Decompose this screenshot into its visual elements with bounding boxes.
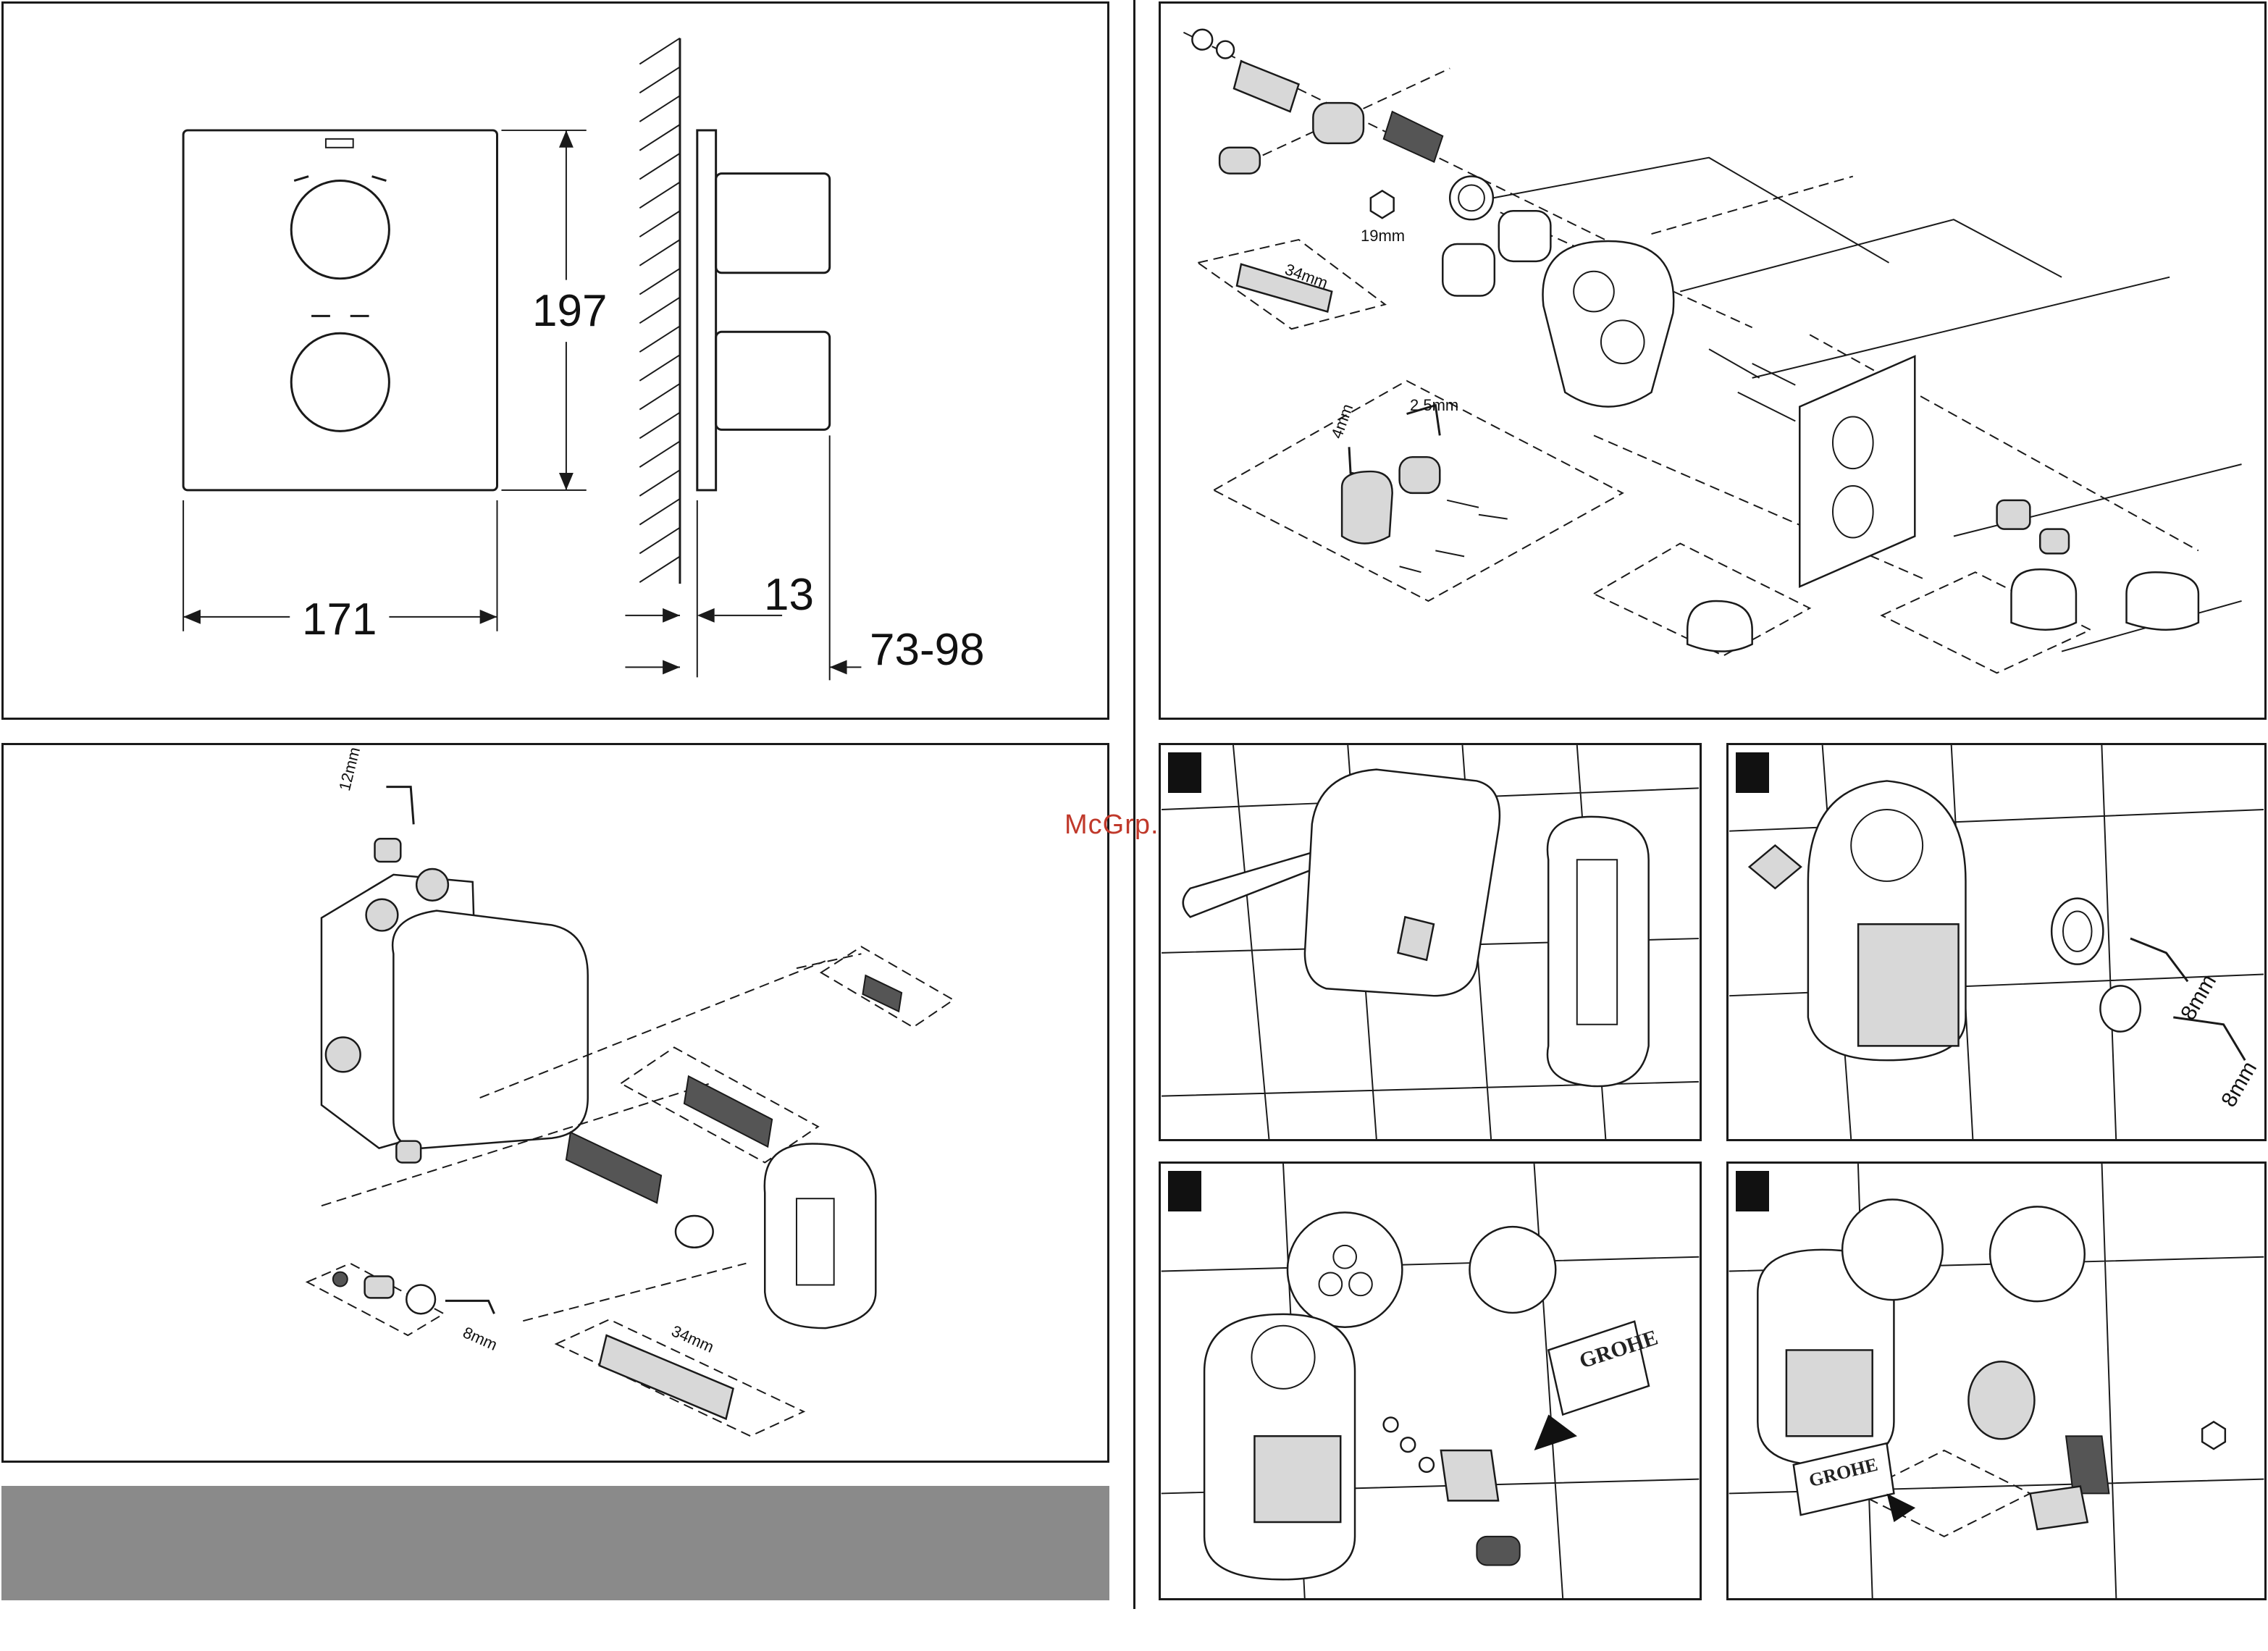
hex-icon bbox=[2202, 1421, 2225, 1449]
step-panel-1 bbox=[1159, 743, 1702, 1141]
hex-19 bbox=[1371, 190, 1394, 218]
side-handle-upper bbox=[716, 174, 830, 273]
cartridge-upper bbox=[684, 1076, 772, 1146]
dim-height: 197 bbox=[532, 289, 607, 334]
rough-in-panel: 12mm 8mm 34mm bbox=[1, 743, 1109, 1463]
detail-circle-3 bbox=[1842, 1200, 1943, 1301]
handle-right bbox=[2127, 572, 2198, 630]
dim-width: 171 bbox=[302, 597, 377, 642]
dimension-drawing-panel: 197 171 13 73-98 bbox=[1, 1, 1109, 720]
valve-cartridge bbox=[1858, 924, 1958, 1046]
label-key-2-5: 2.5mm bbox=[1410, 398, 1458, 413]
detail-circle-2 bbox=[1469, 1227, 1555, 1313]
nut bbox=[1313, 103, 1364, 143]
backplate bbox=[1543, 241, 1674, 407]
detail-circle-1 bbox=[1288, 1212, 1402, 1327]
dimension-drawing bbox=[4, 4, 1107, 718]
protective-cap bbox=[392, 911, 588, 1148]
brand-mark bbox=[326, 139, 353, 148]
key-12-icon bbox=[386, 787, 413, 825]
lever-tool bbox=[1183, 852, 1322, 917]
label-hex-19: 19mm bbox=[1361, 228, 1405, 244]
dim-plate-depth: 13 bbox=[764, 573, 814, 618]
check-valve bbox=[862, 975, 902, 1012]
body-cap bbox=[1305, 770, 1500, 996]
column-divider bbox=[1133, 0, 1135, 1609]
step-drawing-4 bbox=[1729, 1164, 2264, 1598]
dim-total-depth: 73-98 bbox=[870, 628, 985, 673]
step-panel-4: GROHE bbox=[1726, 1161, 2267, 1600]
sleeve-1 bbox=[1499, 211, 1551, 261]
upper-handle bbox=[291, 181, 389, 279]
side-handle-lower bbox=[716, 332, 830, 429]
exploded-trim-drawing bbox=[1161, 4, 2264, 718]
cartridge-ring bbox=[1968, 1361, 2034, 1439]
step-drawing-2 bbox=[1729, 745, 2264, 1139]
cartridge-assembly bbox=[1342, 471, 1393, 543]
grey-footer-bar bbox=[1, 1486, 1109, 1600]
handle-middle bbox=[2011, 569, 2075, 629]
thermo-cartridge bbox=[1384, 112, 1443, 162]
exploded-trim-panel: 19mm 34mm 2.5mm 4mm bbox=[1159, 1, 2267, 720]
trim-plate bbox=[1799, 356, 1915, 587]
rough-in-drawing bbox=[4, 745, 1107, 1461]
side-plate bbox=[697, 130, 716, 490]
sleeve-2 bbox=[1442, 244, 1495, 296]
step-panel-3: GROHE bbox=[1159, 1161, 1702, 1600]
step-drawing-1 bbox=[1161, 745, 1700, 1139]
handle-left bbox=[1687, 601, 1752, 652]
key-8-a-icon bbox=[2130, 938, 2188, 981]
cartridge-lower bbox=[566, 1133, 661, 1203]
mounting-template bbox=[765, 1143, 875, 1328]
step-panel-2: 8mm 8mm bbox=[1726, 743, 2267, 1141]
wrench-34-bottom bbox=[600, 1335, 734, 1419]
key-8-icon bbox=[445, 1301, 495, 1314]
cartridge-small bbox=[1234, 62, 1298, 112]
key-8-b-icon bbox=[2173, 1017, 2245, 1060]
lower-handle bbox=[291, 333, 389, 431]
spindle-part bbox=[1441, 1450, 1498, 1500]
template-plate bbox=[1547, 817, 1649, 1086]
step-drawing-3 bbox=[1161, 1164, 1700, 1598]
detail-circle-4 bbox=[1990, 1206, 2085, 1301]
wall-hatch bbox=[639, 38, 680, 582]
front-plate bbox=[183, 130, 497, 490]
